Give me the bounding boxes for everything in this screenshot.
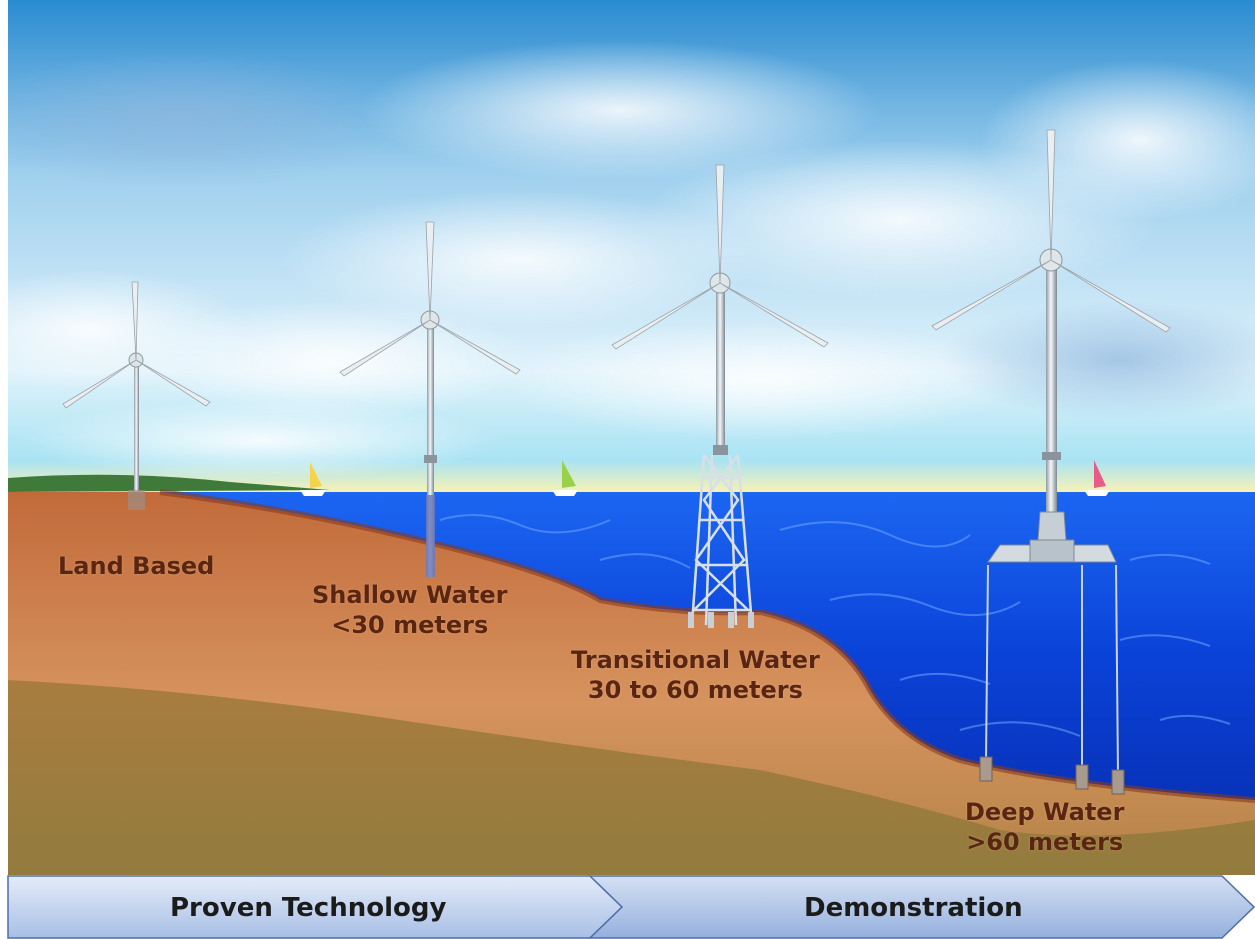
turbine-land-based	[62, 281, 211, 510]
label-shallow-water-line2: <30 meters	[331, 611, 489, 639]
turbine-deep-water	[931, 129, 1171, 795]
label-shallow-water-line1: Shallow Water	[312, 581, 508, 609]
turbine-transitional-water	[611, 164, 829, 628]
technology-progress-band	[7, 875, 1255, 939]
band-label-demonstration: Demonstration	[804, 893, 1023, 923]
label-deep-water-line1: Deep Water	[965, 798, 1125, 826]
label-deep-water: Deep Water >60 meters	[965, 797, 1124, 857]
label-transitional-water-line1: Transitional Water	[571, 646, 820, 674]
turbine-shallow-water	[339, 221, 521, 577]
water-caustics	[439, 514, 1231, 737]
label-land-based: Land Based	[58, 551, 214, 581]
label-land-based-line1: Land Based	[58, 552, 215, 580]
clouds	[0, 40, 1255, 480]
band-segment-demonstration	[588, 875, 1255, 939]
label-shallow-water: Shallow Water <30 meters	[312, 580, 507, 640]
band-label-proven-technology: Proven Technology	[170, 893, 447, 923]
sailboat	[552, 460, 578, 496]
sailboat	[300, 462, 326, 496]
sailboat	[1084, 460, 1110, 496]
far-hills	[8, 474, 330, 492]
label-transitional-water-line2: 30 to 60 meters	[587, 676, 803, 704]
label-transitional-water: Transitional Water 30 to 60 meters	[571, 645, 820, 705]
deep-ground	[8, 680, 1255, 875]
label-deep-water-line2: >60 meters	[966, 828, 1124, 856]
